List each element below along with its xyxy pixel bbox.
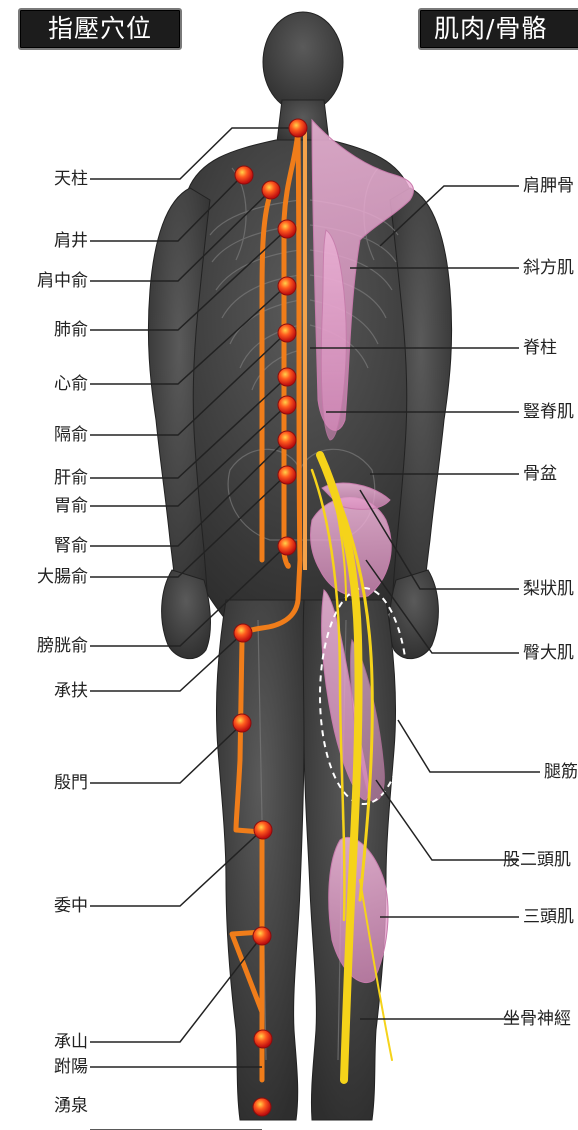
anatomy-header: 肌肉/骨骼 [418,8,578,50]
label-acupoint: 承扶 [54,681,88,701]
label-acupoint: 心俞 [54,374,88,394]
label-acupoint: 天柱 [54,169,88,189]
label-acupoint: 湧泉 [54,1096,88,1116]
label-acupoint: 跗陽 [54,1057,88,1077]
label-acupoint: 殷門 [54,773,88,793]
label-acupoint: 肩中俞 [37,271,88,291]
label-acupoint: 胃俞 [54,496,88,516]
label-acupoint: 肺俞 [54,320,88,340]
label-anatomy: 肩胛骨 [523,176,574,196]
point-geshu [278,324,296,342]
label-acupoint: 肝俞 [54,468,88,488]
point-weishu [278,396,296,414]
point-chengfu [234,624,252,642]
label-anatomy: 臀大肌 [523,643,574,663]
label-anatomy: 坐骨神經 [503,1009,571,1029]
point-fuyang [254,1030,272,1048]
point-pangguangshu [278,537,296,555]
label-acupoint: 腎俞 [54,536,88,556]
point-yongquan [253,1098,271,1116]
label-anatomy: 三頭肌 [523,907,574,927]
point-xinshu [278,277,296,295]
label-acupoint: 委中 [54,896,88,916]
label-anatomy: 斜方肌 [523,258,574,278]
point-dachangshu [278,466,296,484]
point-jianzhongshu [262,181,280,199]
point-weizhong [254,821,272,839]
label-anatomy: 腿筋 [544,762,578,782]
point-yinmen [233,714,251,732]
point-shenshu [278,431,296,449]
label-anatomy: 骨盆 [523,464,557,484]
label-acupoint: 膀胱俞 [37,636,88,656]
point-tianzhu [289,119,307,137]
label-anatomy: 脊柱 [523,338,557,358]
label-anatomy: 股二頭肌 [503,850,571,870]
point-ganshu [278,368,296,386]
label-acupoint: 隔俞 [54,425,88,445]
label-anatomy: 豎脊肌 [523,402,574,422]
label-acupoint: 大腸俞 [37,567,88,587]
label-acupoint: 承山 [54,1032,88,1052]
point-jianjing [235,166,253,184]
point-feishu [278,220,296,238]
label-acupoint: 肩井 [54,231,88,251]
label-anatomy: 梨狀肌 [523,579,574,599]
acupoints-header: 指壓穴位 [18,8,182,50]
point-chengshan [253,927,271,945]
